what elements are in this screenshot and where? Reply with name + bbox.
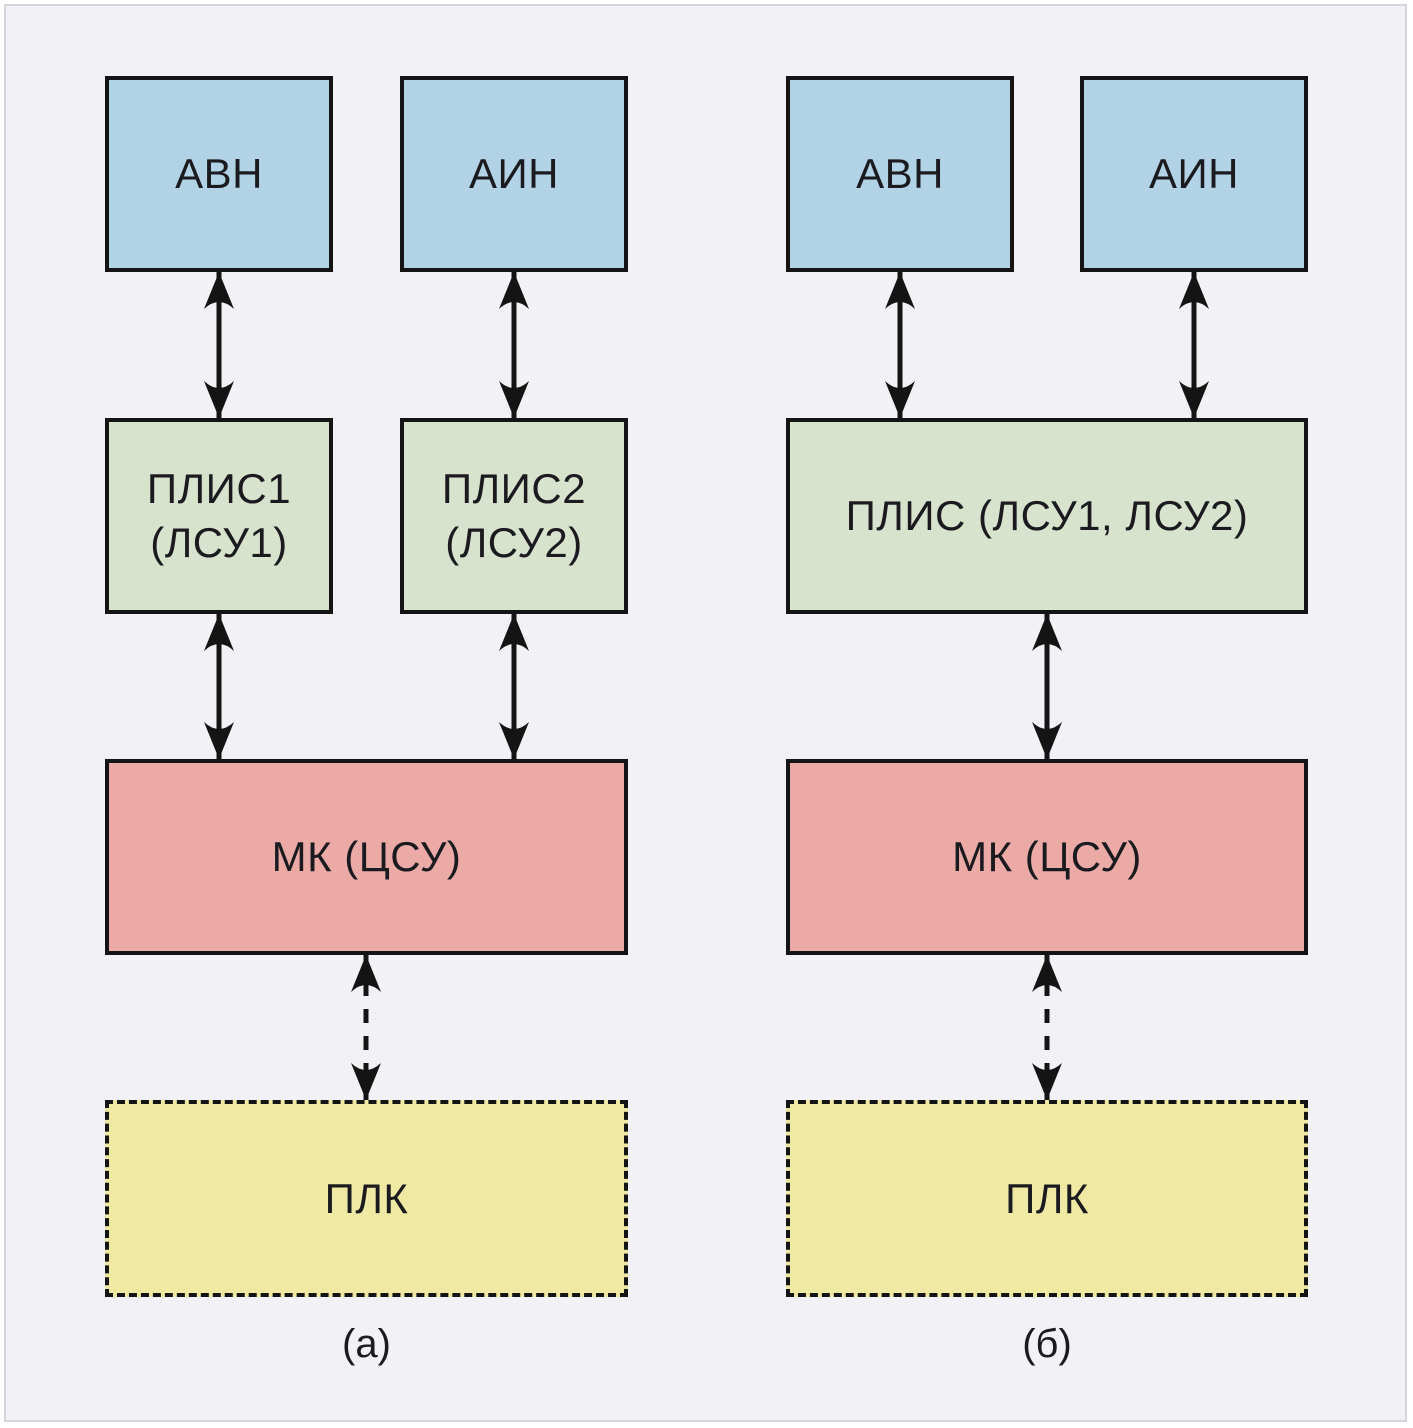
block-ain-a: АИН <box>400 76 628 272</box>
block-plis2-a-label-line1: ПЛИС2 <box>441 465 587 513</box>
block-plk-a-label: ПЛК <box>324 1174 409 1222</box>
block-avn-b: АВН <box>786 76 1014 272</box>
block-plk-b: ПЛК <box>786 1100 1308 1297</box>
block-plis2-a: ПЛИС2 (ЛСУ2) <box>400 418 628 614</box>
block-plis-b: ПЛИС (ЛСУ1, ЛСУ2) <box>786 418 1308 614</box>
block-plk-b-label: ПЛК <box>1005 1174 1089 1222</box>
block-plis-b-label: ПЛИС (ЛСУ1, ЛСУ2) <box>845 492 1249 540</box>
block-avn-a: АВН <box>105 76 333 272</box>
caption-b: (б) <box>1022 1322 1072 1366</box>
block-mk-b-label: МК (ЦСУ) <box>952 833 1142 881</box>
block-mk-a: МК (ЦСУ) <box>105 759 628 955</box>
block-plis2-a-label-line2: (ЛСУ2) <box>445 519 583 566</box>
block-plis1-a-label-line1: ПЛИС1 <box>146 465 292 513</box>
caption-a: (а) <box>342 1322 391 1366</box>
block-ain-b-label: АИН <box>1148 150 1240 198</box>
block-ain-a-label: АИН <box>468 150 560 198</box>
block-plis1-a: ПЛИС1 (ЛСУ1) <box>105 418 333 614</box>
block-mk-b: МК (ЦСУ) <box>786 759 1308 955</box>
block-avn-b-label: АВН <box>856 150 944 198</box>
block-mk-a-label: МК (ЦСУ) <box>271 833 462 881</box>
block-avn-a-label: АВН <box>175 150 263 198</box>
block-plk-a: ПЛК <box>105 1100 628 1297</box>
block-ain-b: АИН <box>1080 76 1308 272</box>
block-plis1-a-label-line2: (ЛСУ1) <box>150 519 288 566</box>
